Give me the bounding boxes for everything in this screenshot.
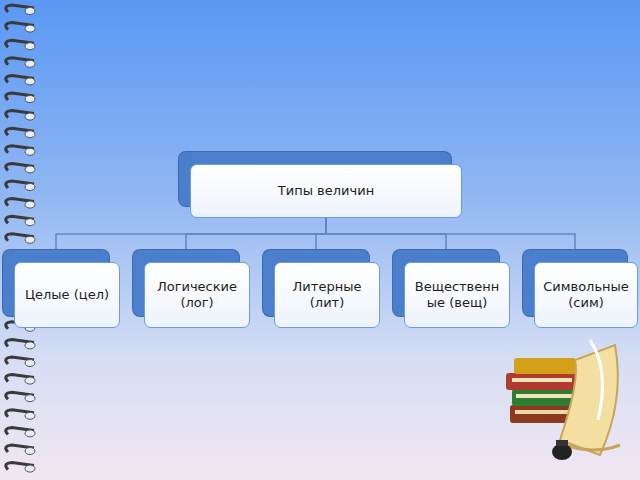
type-box: Целые (цел) [14,262,120,328]
binding-hole [25,96,35,103]
binding-hole [25,25,35,32]
binding-hole [25,430,35,437]
binding-hole [25,60,35,67]
books-illustration [506,340,620,460]
type-box: Вещественные (вещ) [404,262,510,328]
tree-connector [326,218,575,262]
node-label: Вещественные (вещ) [411,279,503,310]
binding-hole [25,465,35,472]
tree-connector [326,218,446,262]
type-box: Символьные (сим) [534,262,638,328]
binding-hole [25,113,35,120]
binding-hole [25,166,35,173]
binding-hole [25,360,35,367]
binding-hole [25,8,35,15]
binding-hole [25,342,35,349]
root-box: Типы величин [190,164,462,218]
node-label: Типы величин [278,183,374,199]
binding-hole [25,201,35,208]
node-label: Логические (лог) [151,279,243,310]
spiral-binding [6,5,35,472]
node-label: Символьные (сим) [541,279,631,310]
binding-hole [25,377,35,384]
binding-hole [25,219,35,226]
binding-hole [25,78,35,85]
binding-hole [25,184,35,191]
binding-hole [25,236,35,243]
tree-connector [56,218,326,262]
node-label: Литерные (лит) [281,279,373,310]
binding-hole [25,412,35,419]
binding-hole [25,43,35,50]
type-box: Логические (лог) [144,262,250,328]
binding-hole [25,448,35,455]
node-label: Целые (цел) [25,287,109,303]
binding-hole [25,254,35,261]
binding-hole [25,131,35,138]
binding-hole [25,148,35,155]
binding-hole [25,395,35,402]
type-box: Литерные (лит) [274,262,380,328]
tree-connector [316,218,326,262]
tree-connector [186,218,326,262]
